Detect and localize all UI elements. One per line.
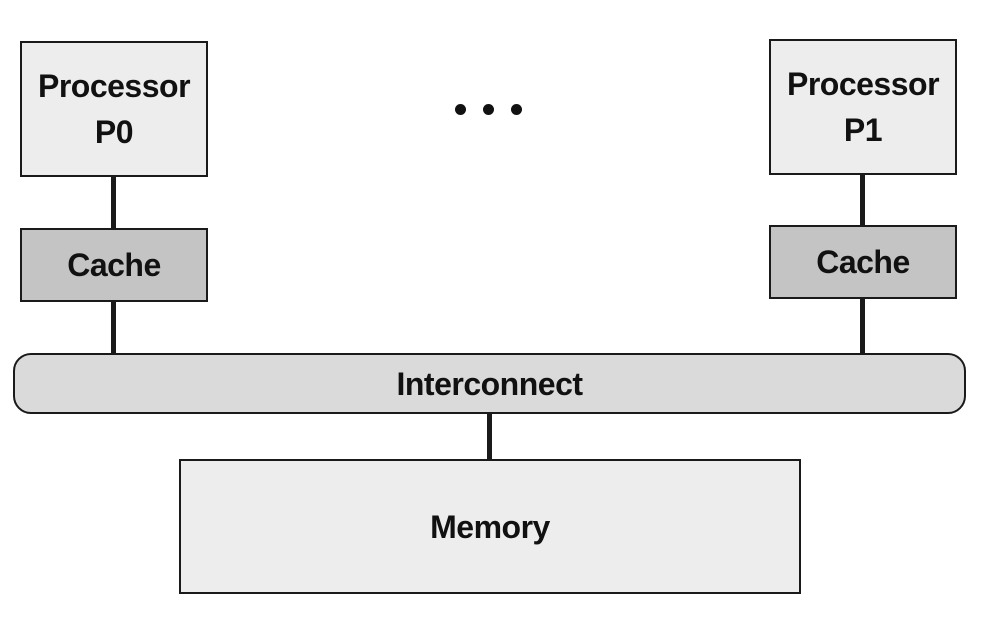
ellipsis-dot [483,104,494,115]
processor-p1-id: P1 [843,112,883,148]
cache-p0-label: Cache [67,247,161,283]
memory-box: Memory [179,459,801,594]
connector-interconnect-memory [487,412,492,462]
processor-p0-id: P0 [94,114,134,150]
ellipsis-dot [511,104,522,115]
connector-cache1-interconnect [860,297,865,356]
interconnect-bus: Interconnect [13,353,966,414]
cache-p1-label: Cache [816,244,910,280]
processor-p1-label: Processor [786,66,940,102]
cache-p0-box: Cache [20,228,208,302]
processor-p0-box: Processor P0 [20,41,208,177]
processor-p1-box: Processor P1 [769,39,957,175]
memory-label: Memory [430,508,550,545]
ellipsis-dot [455,104,466,115]
interconnect-label: Interconnect [396,365,583,402]
cache-p1-box: Cache [769,225,957,299]
connector-p1-cache [860,173,865,227]
connector-cache0-interconnect [111,300,116,356]
ellipsis-more-processors [455,104,522,115]
processor-p0-label: Processor [37,68,191,104]
connector-p0-cache [111,175,116,230]
